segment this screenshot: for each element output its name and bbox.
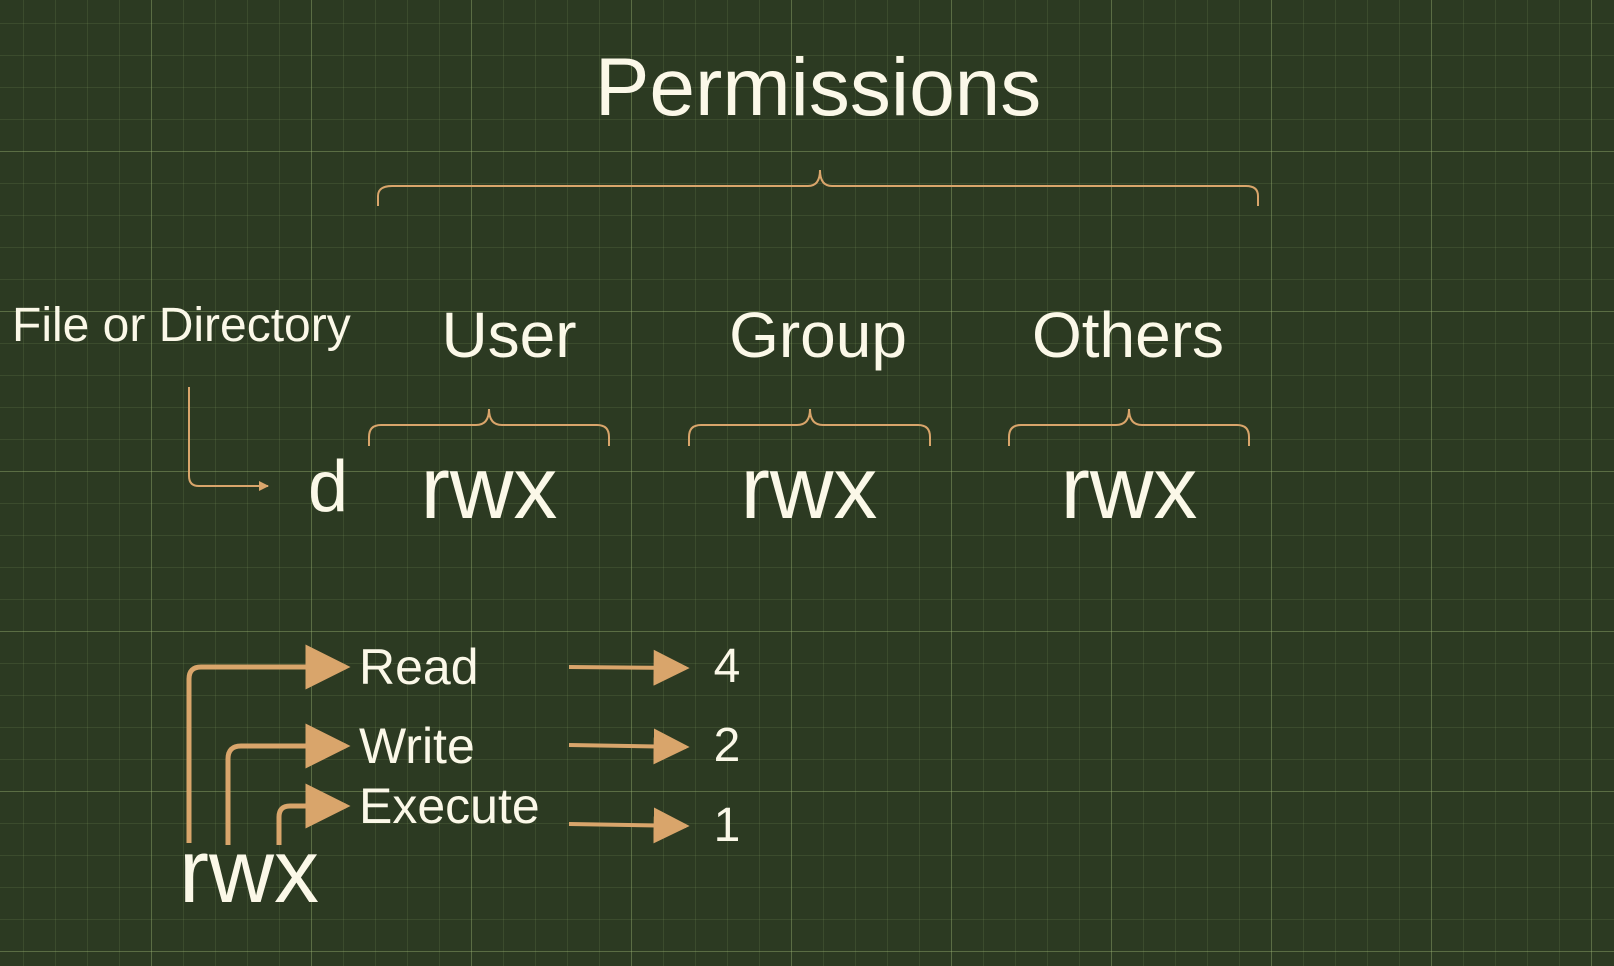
- execute-value-arrow: [568, 807, 690, 844]
- type-char: d: [307, 447, 349, 527]
- others-permission-bits: rwx: [1060, 438, 1198, 537]
- write-value-arrow: [568, 728, 690, 765]
- execute-connector-arrow: [276, 783, 351, 845]
- type-connector-arrow: [188, 387, 269, 491]
- read-label: Read: [359, 639, 479, 695]
- group-permission-bits: rwx: [740, 438, 878, 537]
- execute-value: 1: [713, 799, 741, 852]
- write-label: Write: [359, 718, 475, 774]
- read-value-arrow: [568, 649, 690, 686]
- type-label: File or Directory: [12, 299, 351, 352]
- others-label: Others: [1031, 299, 1225, 371]
- read-connector-arrow: [186, 644, 351, 843]
- write-connector-arrow: [225, 723, 351, 845]
- diagram-title: Permissions: [594, 42, 1042, 133]
- read-value: 4: [713, 640, 741, 693]
- permissions-brace: [377, 169, 1259, 206]
- user-label: User: [441, 299, 577, 371]
- group-label: Group: [729, 299, 907, 371]
- user-brace: [368, 408, 610, 446]
- write-value: 2: [713, 719, 741, 772]
- legend-permission-bits: rwx: [179, 822, 319, 922]
- user-permission-bits: rwx: [420, 438, 558, 537]
- others-brace: [1008, 408, 1250, 446]
- execute-label: Execute: [359, 778, 540, 834]
- group-brace: [688, 408, 931, 446]
